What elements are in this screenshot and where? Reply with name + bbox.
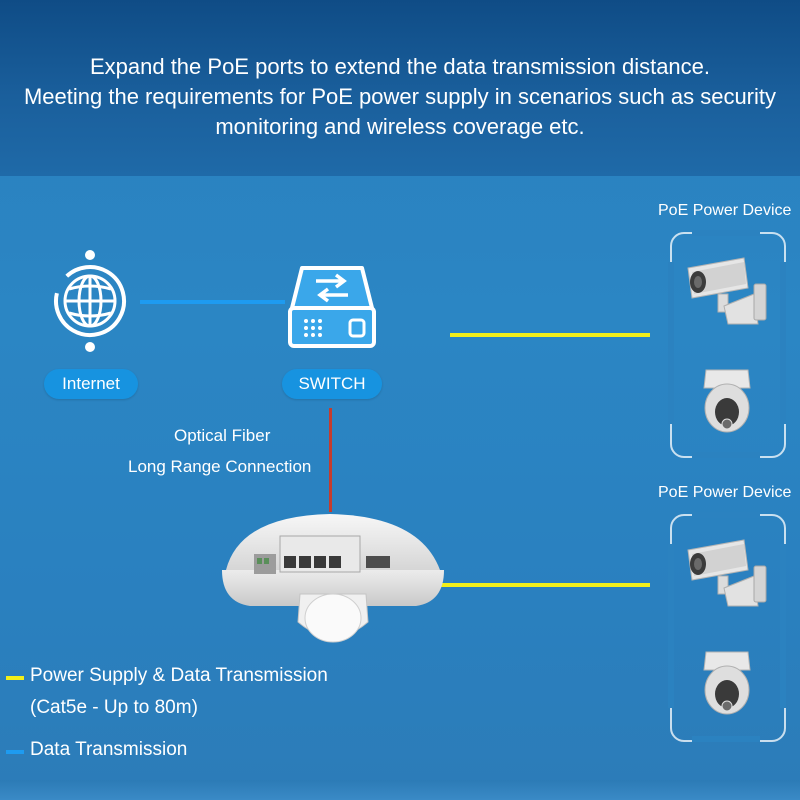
- outdoor-poe-bottom-line: [440, 583, 650, 587]
- dome-camera-icon: [703, 369, 751, 433]
- bracket-gap: [668, 262, 674, 424]
- header-text: Expand the PoE ports to extend the data …: [0, 52, 800, 142]
- outdoor-poe-switch-image: [222, 514, 444, 643]
- header-line-1: Expand the PoE ports to extend the data …: [89, 54, 711, 79]
- internet-label: Internet: [44, 369, 138, 399]
- bracket-gap: [692, 452, 760, 458]
- bullet-camera-icon: [687, 257, 767, 325]
- legend-yellow-label: Power Supply & Data Transmission: [30, 665, 328, 686]
- header-line-2: Meeting the requirements for PoE power s…: [23, 84, 777, 109]
- legend-yellow-sublabel: (Cat5e - Up to 80m): [30, 697, 198, 718]
- poe-group-bottom-title: PoE Power Device: [658, 484, 792, 501]
- bracket-gap: [692, 736, 760, 742]
- fiber-label-line-2: Long Range Connection: [128, 457, 312, 476]
- switch-icon: [288, 266, 376, 348]
- header-banner: Expand the PoE ports to extend the data …: [0, 0, 800, 176]
- switch-label: SWITCH: [282, 369, 382, 399]
- fiber-label-line-1: Optical Fiber: [174, 426, 271, 445]
- switch-poe-top-line: [450, 333, 650, 337]
- bracket-gap: [780, 544, 786, 708]
- bottom-band: [0, 780, 800, 800]
- dome-camera-icon: [703, 651, 751, 715]
- bullet-camera-icon: [687, 539, 767, 607]
- legend-yellow-swatch: [6, 676, 24, 680]
- header-line-3: monitoring and wireless coverage etc.: [215, 114, 585, 139]
- bracket-gap: [692, 230, 760, 236]
- legend-blue-label: Data Transmission: [30, 739, 188, 760]
- legend-blue-swatch: [6, 750, 24, 754]
- poe-group-top-title: PoE Power Device: [658, 202, 792, 219]
- bracket-gap: [692, 512, 760, 518]
- internet-globe-icon: [54, 250, 126, 352]
- internet-switch-data-line: [140, 300, 285, 304]
- bracket-gap: [780, 262, 786, 424]
- bracket-gap: [668, 544, 674, 708]
- fiber-line: [329, 408, 332, 512]
